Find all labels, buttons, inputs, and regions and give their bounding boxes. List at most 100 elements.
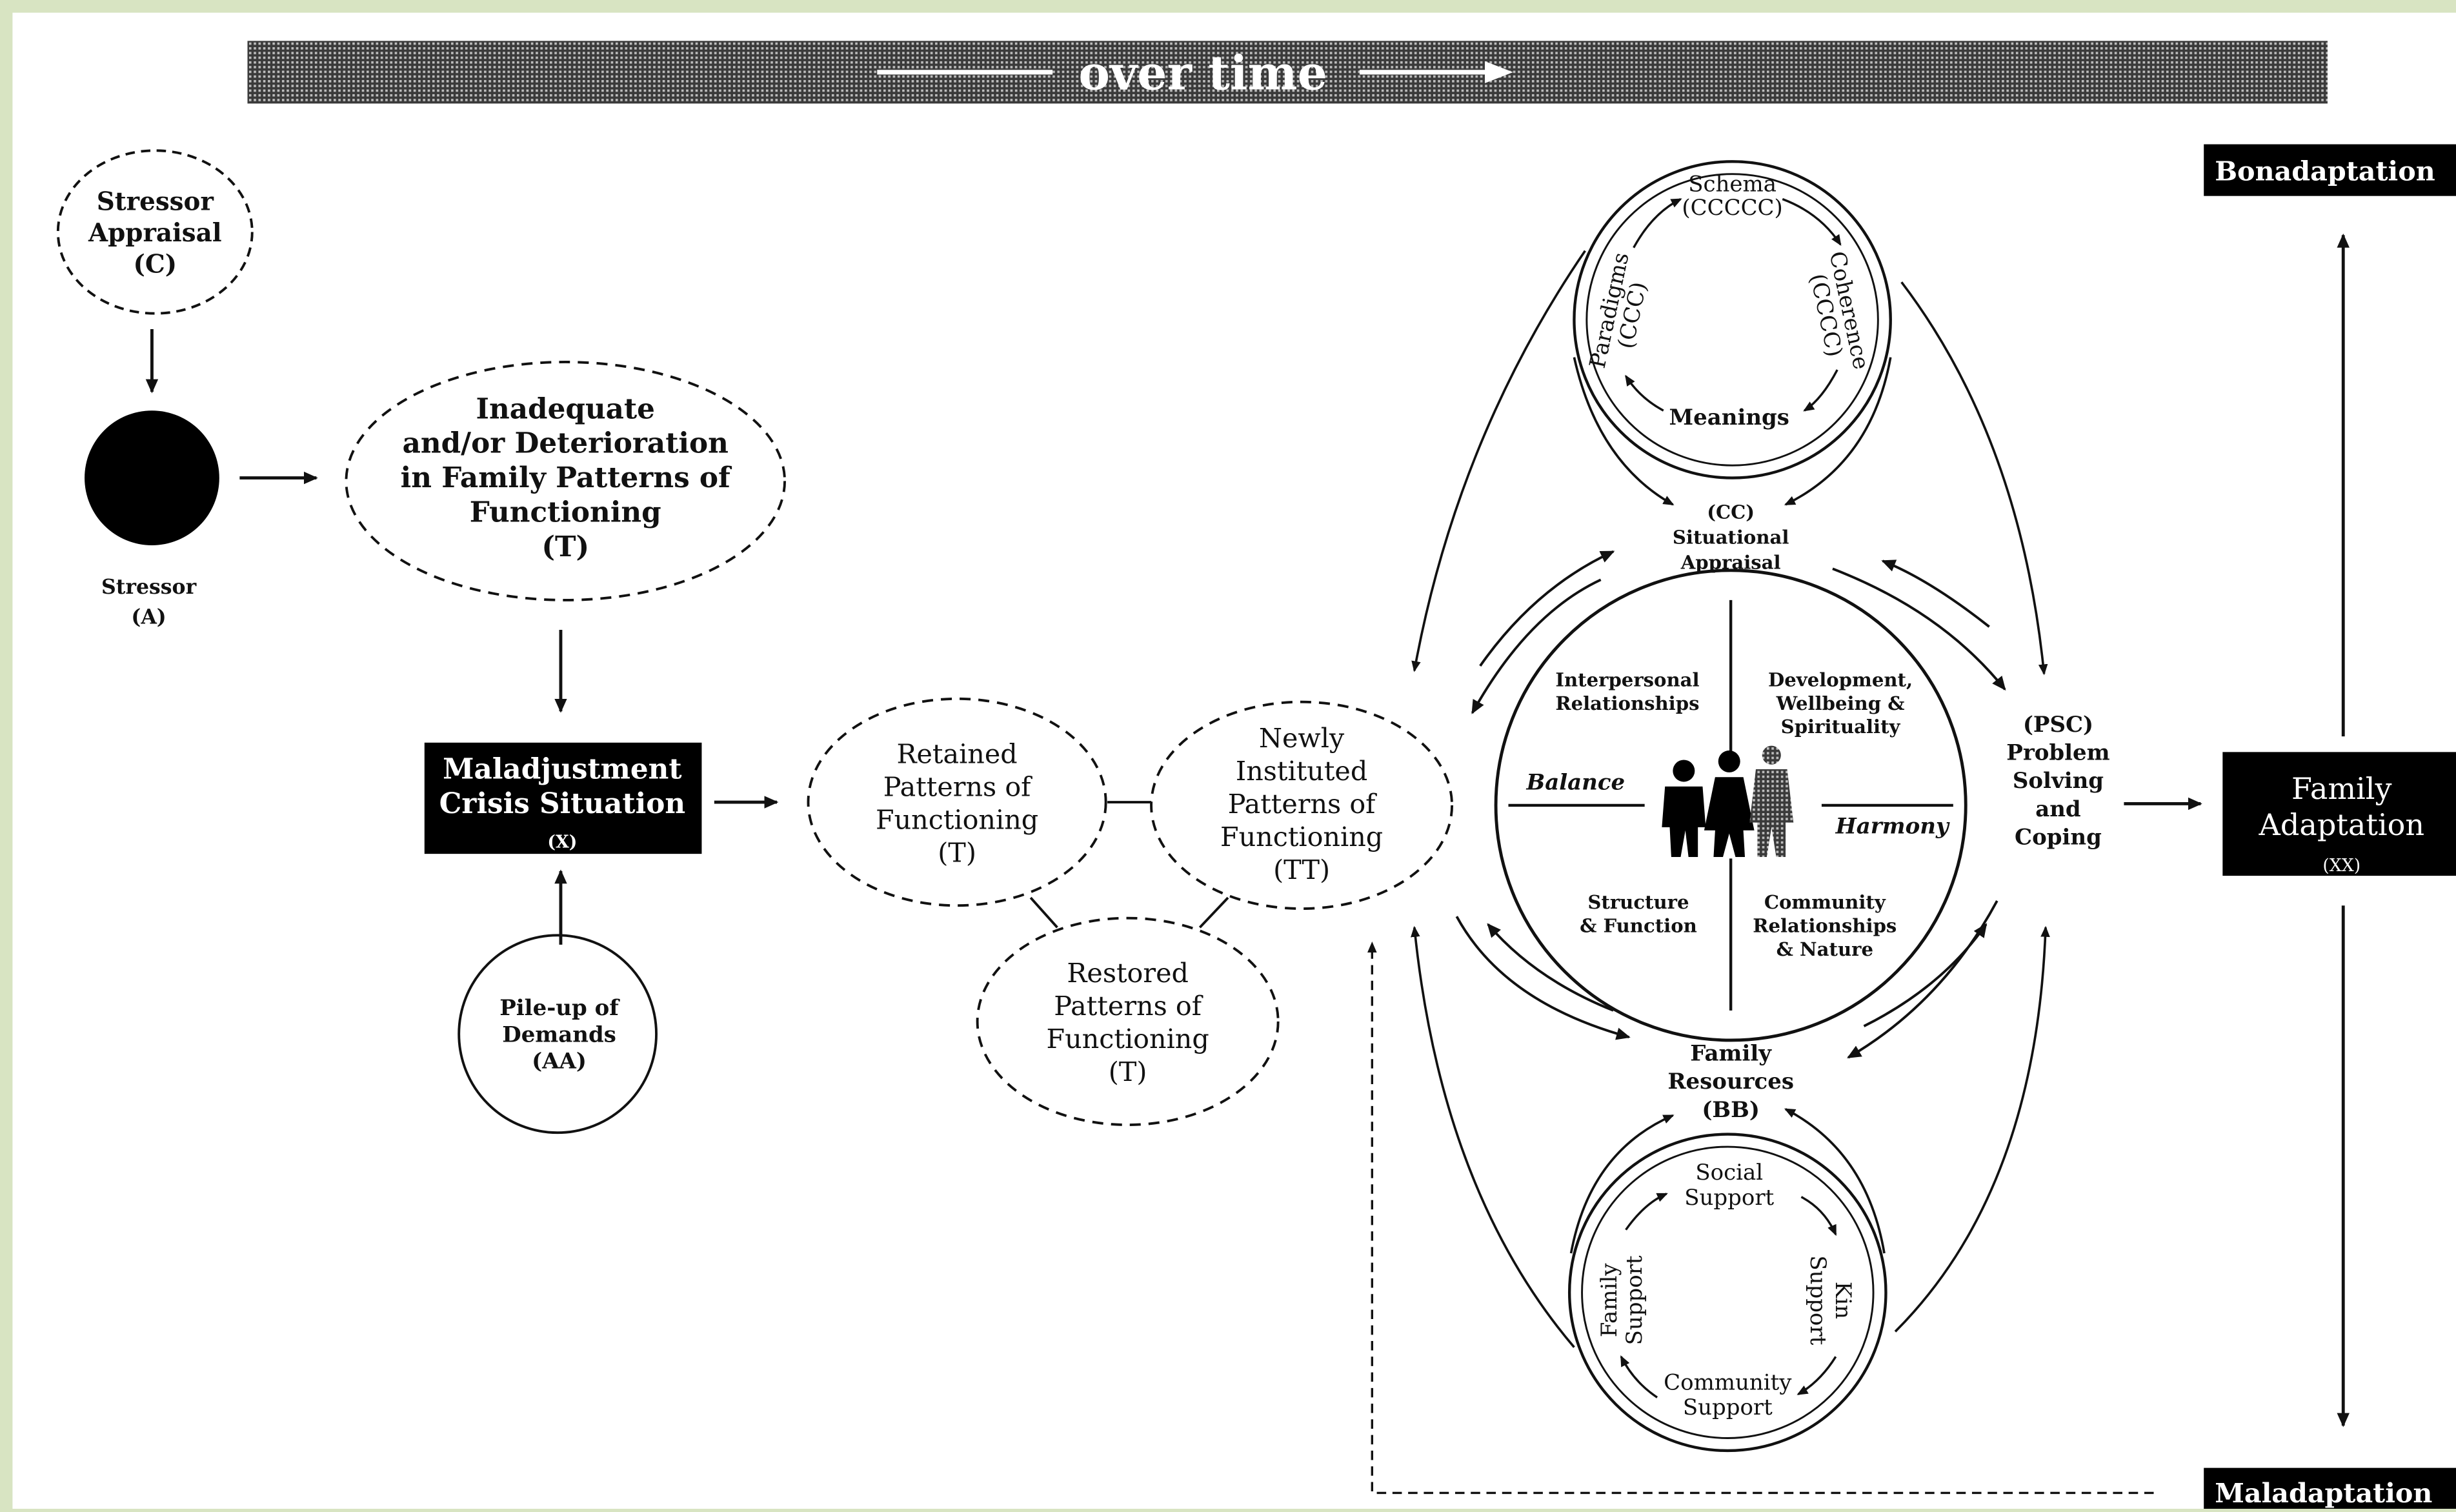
text-line: Restored	[1067, 958, 1189, 989]
arrow-support-to-resources-left	[1569, 1114, 1675, 1254]
text-line: (TT)	[1273, 854, 1330, 885]
text-line: (X)	[547, 832, 577, 852]
arrow-support-to-patterns	[1411, 925, 1575, 1348]
text-line: (T)	[1109, 1056, 1147, 1087]
text-line: Instituted	[1236, 756, 1367, 787]
arrow-pair-upper-right-in	[1881, 559, 1990, 628]
text-line: (A)	[131, 605, 166, 629]
arrow-schema-to-appraisal-left	[1573, 357, 1675, 506]
feedback-dashed-line	[1367, 942, 2154, 1495]
stressor-dot	[85, 410, 219, 545]
arrow-support-to-resources-right	[1784, 1108, 1886, 1254]
arrow-schema-to-patterns	[1411, 250, 1586, 672]
text-line: Demands	[502, 1022, 616, 1047]
text-line: Functioning	[1047, 1023, 1209, 1054]
text-line: Kin	[1830, 1282, 1856, 1319]
bonadaptation-label: Bonadaptation	[2215, 155, 2435, 186]
development-wellbeing-label: Development,Wellbeing &Spirituality	[1768, 669, 1913, 738]
text-line: Structure	[1587, 891, 1689, 913]
text-line: Development,	[1768, 669, 1913, 690]
text-line: Retained	[896, 738, 1017, 769]
text-line: and/or Deterioration	[403, 427, 729, 460]
text-line: & Function	[1580, 914, 1697, 936]
text-line: Support	[1683, 1395, 1773, 1420]
stressor-label: Stressor (A)	[101, 575, 197, 629]
text-line: Inadequate	[476, 392, 655, 425]
text-line: Stressor	[101, 575, 197, 599]
arrow-pair-lower-left-out	[1455, 916, 1631, 1040]
text-line: (CCCCC)	[1682, 195, 1782, 221]
text-line: (AA)	[532, 1049, 587, 1074]
structure-function-label: Structure& Function	[1580, 891, 1697, 936]
text-line: Social	[1695, 1160, 1763, 1185]
text-line: (PSC)	[2023, 712, 2093, 738]
text-line: (XX)	[2322, 856, 2360, 876]
text-line: Family	[1596, 1263, 1622, 1337]
text-line: (BB)	[1702, 1097, 1760, 1123]
maladaptation-box: Maladaptation	[2204, 1467, 2456, 1512]
schema-label: Schema(CCCCC)	[1682, 171, 1782, 220]
maladaptation-label: Maladaptation	[2215, 1477, 2432, 1509]
text-line: (CC)	[1707, 501, 1755, 523]
family-figures-icon	[1662, 745, 1794, 857]
text-line: (C)	[133, 250, 177, 279]
text-line: Family	[2291, 771, 2392, 806]
over-time-banner: over time	[247, 41, 2328, 104]
text-line: Wellbeing &	[1776, 692, 1905, 714]
text-line: Crisis Situation	[439, 787, 685, 820]
text-line: Maladjustment	[443, 753, 681, 786]
arrow-pair-upper-left-in	[1471, 578, 1602, 714]
arrow-pair-upper-right-out	[1832, 567, 2006, 691]
text-line: Support	[1684, 1185, 1774, 1211]
text-line: Adaptation	[2259, 807, 2425, 842]
text-line: Schema	[1688, 171, 1777, 197]
text-line: Stressor	[97, 188, 214, 217]
text-line: & Nature	[1777, 938, 1873, 960]
text-line: Appraisal	[88, 219, 222, 248]
text-line: Coping	[2015, 825, 2102, 851]
over-time-label: over time	[1078, 46, 1327, 101]
text-line: Resources	[1667, 1069, 1794, 1094]
bonadaptation-box: Bonadaptation	[2204, 144, 2456, 196]
text-line: Pile-up of	[499, 995, 620, 1021]
text-line: (T)	[938, 837, 976, 868]
text-line: Situational	[1673, 527, 1789, 549]
arrow-support-to-psc	[1894, 925, 2050, 1333]
text-line: Newly	[1259, 723, 1345, 754]
text-line: Functioning	[1220, 822, 1383, 852]
text-line: Community	[1764, 891, 1886, 913]
text-line: Relationships	[1753, 914, 1897, 936]
text-line: Functioning	[876, 804, 1038, 835]
meanings-label: Meanings	[1669, 405, 1789, 430]
text-line: Solving	[2013, 768, 2104, 794]
arrow-schema-to-psc	[1900, 281, 2048, 676]
kin-support-label: KinSupport	[1805, 1255, 1856, 1345]
text-line: (T)	[541, 530, 589, 563]
text-line: Functioning	[470, 496, 661, 529]
arrow-schema-to-appraisal-right	[1784, 357, 1892, 506]
text-line: Relationships	[1555, 692, 1699, 714]
text-line: Patterns of	[883, 771, 1032, 802]
arrow-pair-lower-left-in	[1487, 923, 1614, 1012]
arrow-pair-upper-left-out	[1479, 550, 1615, 667]
